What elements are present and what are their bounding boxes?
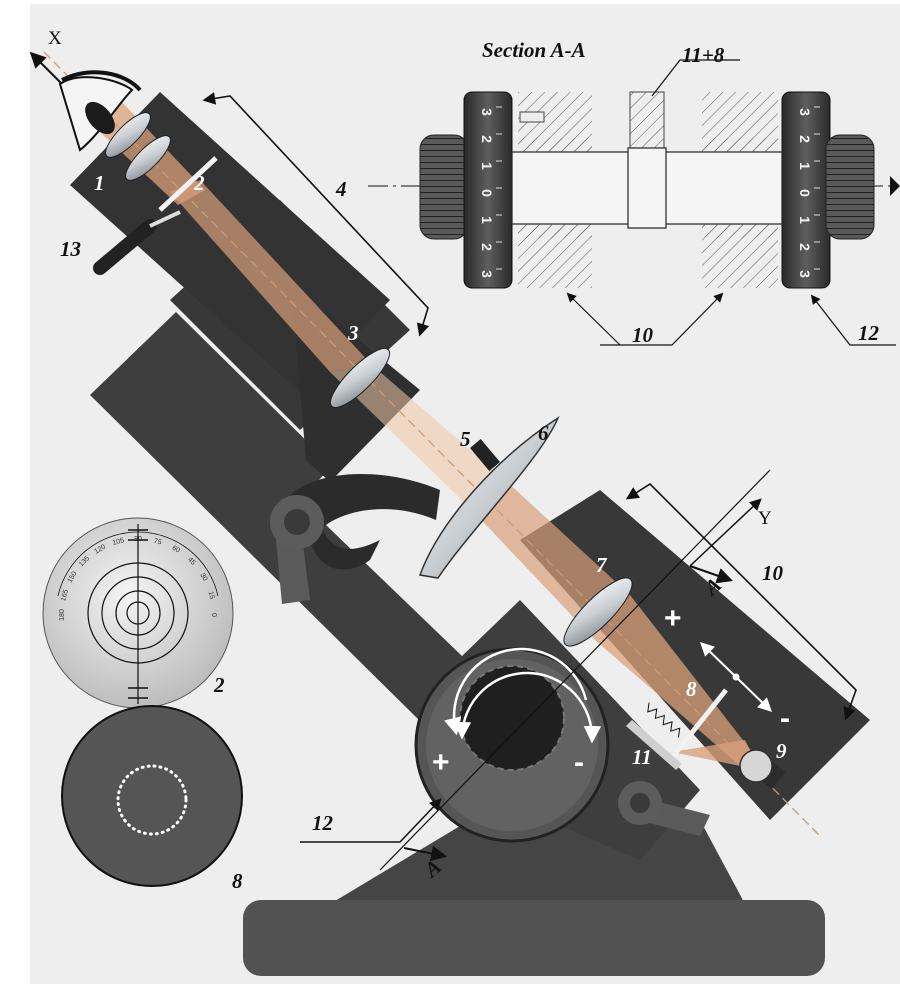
label-test-lens: 6 — [538, 421, 549, 445]
plus-sign-drum: + — [432, 746, 450, 779]
label-inset-reticle: 2 — [213, 673, 225, 697]
focusing-drum — [414, 647, 610, 843]
lens-stage-link — [310, 520, 380, 570]
reticle-angle-90: 90 — [134, 536, 142, 543]
reticle-angle-120: 120 — [93, 544, 107, 556]
eyepiece-lens-a — [105, 112, 151, 158]
drum-rotation-arrow — [453, 671, 602, 744]
reticle-angle-30: 30 — [198, 572, 208, 582]
eye-icon — [58, 70, 142, 152]
reticle-angle-105: 105 — [112, 537, 125, 547]
lens-stage-support — [286, 473, 440, 530]
section-title: Section A-A — [482, 38, 586, 62]
left-drum-numeral-3: 0 — [479, 189, 495, 197]
left-drum-numeral-4: 1 — [479, 216, 495, 224]
section-view — [368, 59, 900, 346]
reticle-angle-45: 45 — [186, 556, 197, 567]
eyepiece-lever — [93, 210, 181, 275]
right-drum-numeral-1: 2 — [797, 135, 813, 143]
set-screw — [519, 111, 545, 123]
right-drum-numeral-5: 2 — [797, 243, 813, 251]
label-reticle: 2 — [193, 171, 205, 195]
right-drum-numeral-3: 0 — [797, 189, 813, 197]
x-axis-label: X — [48, 28, 62, 49]
pinion — [627, 147, 667, 229]
right-knob — [825, 134, 875, 240]
target-inset — [61, 705, 243, 887]
drum-leader — [300, 798, 442, 843]
label-rack: 11 — [632, 745, 652, 769]
label-lever: 13 — [60, 237, 81, 261]
right-drum-numeral-4: 1 — [797, 216, 813, 224]
left-knob — [419, 134, 469, 240]
plus-sign-collimator: + — [664, 602, 682, 635]
objective-lens — [329, 347, 391, 409]
label-section-10: 10 — [632, 323, 654, 347]
base-plate — [243, 900, 825, 976]
leader-10-right — [600, 292, 724, 346]
reticle-angle-180: 180 — [59, 609, 66, 621]
right-drum-numeral-0: 3 — [797, 108, 813, 116]
collimator-tube-bracket — [625, 482, 857, 721]
label-lens-stop: 5 — [460, 427, 471, 451]
label-eyepiece-tube: 4 — [335, 177, 347, 201]
label-target: 8 — [686, 677, 697, 701]
right-drum-scale: 3 2 1 0 1 2 3 — [797, 106, 820, 278]
lock-knob — [618, 781, 710, 836]
reticle-angle-75: 75 — [153, 538, 162, 547]
label-eyepiece-lens: 1 — [94, 171, 105, 195]
label-collimator-lens: 7 — [596, 553, 608, 577]
right-drum-numeral-2: 1 — [797, 162, 813, 170]
leader-12 — [810, 294, 896, 346]
left-drum-numeral-6: 3 — [479, 270, 495, 278]
label-drum: 12 — [312, 811, 334, 835]
label-11-8: 11+8 — [682, 43, 725, 67]
reticle-angle-60: 60 — [171, 545, 181, 555]
left-drum-numeral-0: 3 — [479, 108, 495, 116]
label-lamp: 9 — [776, 739, 787, 763]
leader-11-8 — [651, 59, 740, 97]
left-drum-scale: 3 2 1 0 1 2 3 — [479, 106, 502, 278]
left-drum-numeral-1: 2 — [479, 135, 495, 143]
eyepiece-lens-b — [125, 135, 171, 181]
label-collimator-tube: 10 — [762, 561, 784, 585]
test-lens — [418, 416, 560, 579]
section-arrow-lower — [403, 845, 448, 862]
left-drum-numeral-5: 2 — [479, 243, 495, 251]
reticle-angle-15: 15 — [207, 591, 216, 600]
label-inset-target: 8 — [232, 869, 243, 893]
target-dot-ring — [116, 764, 188, 836]
minus-sign-drum: - — [574, 746, 584, 779]
minus-sign-collimator: - — [780, 702, 790, 735]
label-objective: 3 — [347, 321, 359, 345]
right-drum-numeral-6: 3 — [797, 270, 813, 278]
lamp — [739, 749, 786, 790]
reticle-angle-165: 165 — [60, 589, 70, 602]
label-section-12: 12 — [858, 321, 880, 345]
lens-stop — [469, 439, 501, 471]
target-disc — [61, 705, 243, 887]
left-drum-numeral-2: 1 — [479, 162, 495, 170]
target-mount — [629, 91, 665, 149]
rack — [626, 720, 682, 770]
instrument — [29, 51, 870, 976]
tilt-knob — [270, 495, 324, 604]
reticle-angle-0: 0 — [210, 613, 217, 617]
leader-10-left — [566, 292, 621, 346]
reticle-angle-150: 150 — [67, 570, 79, 584]
eyepiece-tube-bracket — [202, 92, 430, 337]
y-axis-label: Y — [758, 508, 772, 529]
